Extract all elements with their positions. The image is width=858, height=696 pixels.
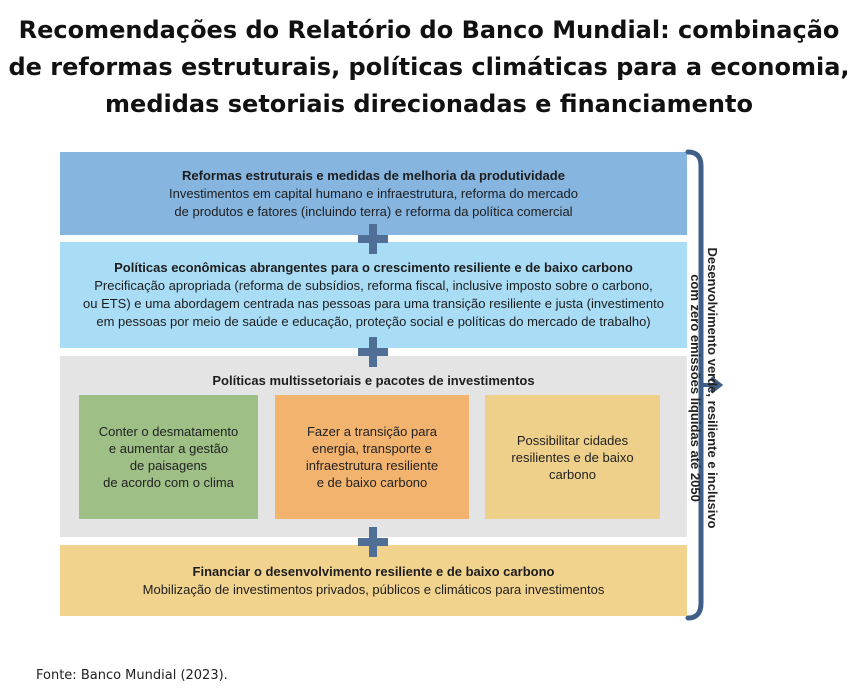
plus-icon [358, 527, 388, 557]
box-text-line: e de baixo carbono [316, 475, 428, 490]
box-deforestation: Conter o desmatamento e aumentar a gestã… [79, 395, 258, 519]
box-text-line: e aumentar a gestão [108, 441, 229, 456]
band-economic-policies: Políticas econômicas abrangentes para o … [60, 242, 687, 348]
diagram-title: Recomendações do Relatório do Banco Mund… [0, 12, 858, 123]
band-heading: Políticas multissetoriais e pacotes de i… [212, 373, 535, 388]
box-text-line: infraestrutura resiliente [305, 458, 439, 473]
box-text-line: carbono [549, 466, 596, 482]
box-resilient-cities: Possibilitar cidades resilientes e de ba… [485, 395, 660, 519]
box-text-line: Fazer a transição para [306, 424, 438, 439]
box-text-line: resilientes e de baixo [511, 449, 634, 465]
brace-arrow-icon [685, 149, 724, 621]
box-text-line: de acordo com o clima [103, 475, 234, 490]
outcome-line: Desenvolvimento verde, resiliente e incl… [705, 247, 720, 529]
band-heading: Financiar o desenvolvimento resiliente e… [192, 563, 555, 579]
band-heading: Políticas econômicas abrangentes para o … [114, 260, 633, 275]
band-text-line: Investimentos em capital humano e infrae… [169, 185, 578, 201]
band-text-line: Mobilização de investimentos privados, p… [142, 581, 605, 597]
band-heading: Reformas estruturais e medidas de melhor… [182, 167, 565, 183]
plus-icon [358, 337, 388, 367]
title-line: de reformas estruturais, políticas climá… [8, 53, 850, 81]
outcome-line: com zero emissões líquidas até 2050 [688, 274, 703, 502]
box-text-line: de paisagens [129, 458, 208, 473]
band-text-line: de produtos e fatores (incluindo terra) … [174, 203, 573, 219]
band-text-line: Precificação apropriada (reforma de subs… [94, 278, 653, 293]
box-energy-transition: Fazer a transição para energia, transpor… [275, 395, 469, 519]
box-text-line: energia, transporte e [312, 441, 432, 456]
source-note: Fonte: Banco Mundial (2023). [36, 668, 228, 683]
band-structural-reforms: Reformas estruturais e medidas de melhor… [60, 152, 687, 235]
plus-icon [358, 224, 388, 254]
title-line: medidas setoriais direcionadas e financi… [105, 90, 753, 118]
box-text-line: Conter o desmatamento [98, 424, 239, 439]
outcome-label: Desenvolvimento verde, resiliente e incl… [681, 238, 721, 538]
band-text-line: ou ETS) e uma abordagem centrada nas pes… [83, 296, 664, 311]
title-line: Recomendações do Relatório do Banco Mund… [18, 16, 840, 44]
box-text-line: Possibilitar cidades [516, 432, 629, 448]
band-text-line: em pessoas por meio de saúde e educação,… [96, 314, 651, 329]
